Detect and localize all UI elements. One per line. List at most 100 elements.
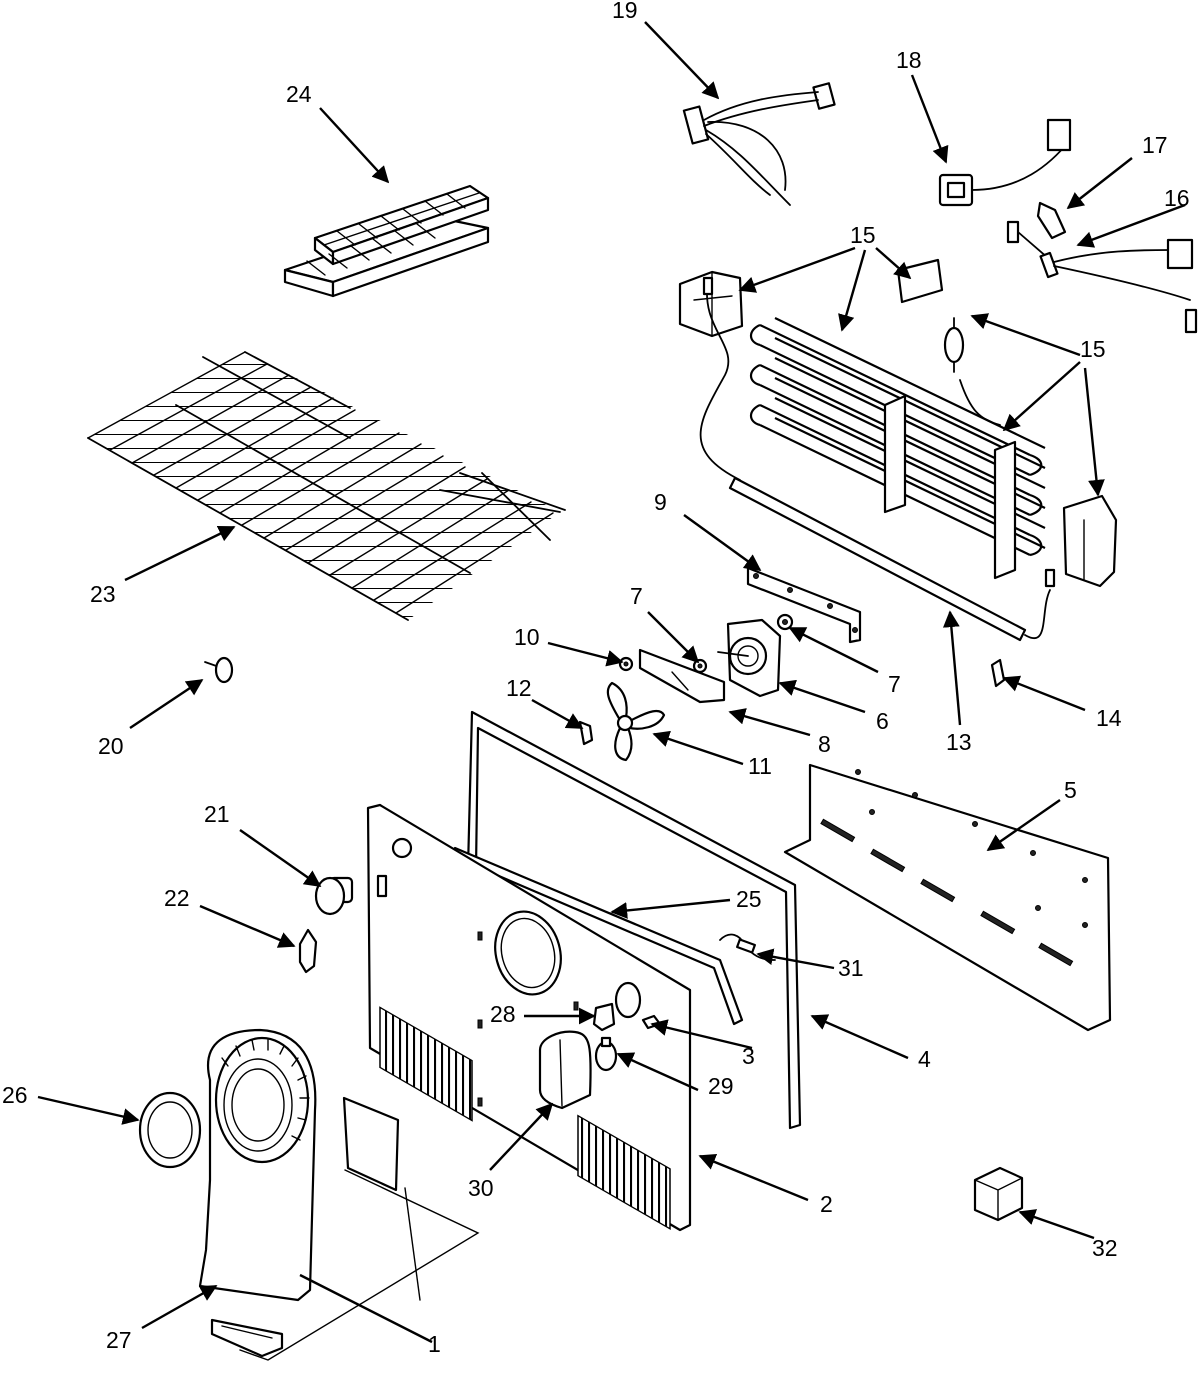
- leader-5: [986, 799, 1061, 851]
- callout-12: 12: [506, 675, 532, 701]
- shelf-pin-part: [204, 656, 234, 684]
- callout-19: 19: [612, 0, 638, 23]
- leader-29: [616, 1052, 699, 1092]
- callout-4: 4: [918, 1046, 931, 1072]
- callout-31: 31: [838, 955, 864, 981]
- callout-17: 17: [1142, 132, 1168, 158]
- leader-2: [698, 1153, 809, 1202]
- leader-20: [129, 679, 204, 729]
- lamp-cover-part: [538, 1030, 592, 1110]
- defrost-heater-part: [699, 276, 1056, 642]
- callout-20: 20: [98, 733, 124, 759]
- callout-11: 11: [748, 753, 772, 779]
- light-bulb-part: [594, 1036, 618, 1072]
- fan-blade-part: [606, 681, 666, 762]
- connector-assembly-part: [938, 118, 1072, 207]
- trim-ring-part: [138, 1091, 202, 1169]
- callout-13: 13: [946, 729, 972, 755]
- leader-19: [644, 21, 720, 100]
- callout-32: 32: [1092, 1235, 1118, 1261]
- callout-2: 2: [820, 1191, 833, 1217]
- leader-15b-3: [1083, 367, 1105, 497]
- leader-18: [910, 74, 949, 164]
- motor-bracket-part: [638, 648, 726, 704]
- leader-lines: [37, 21, 1186, 1344]
- leader-7a: [647, 611, 700, 664]
- fan-screw-part: [578, 720, 594, 746]
- leader-24: [319, 107, 390, 184]
- callout-21: 21: [204, 801, 230, 827]
- callout-3: 3: [742, 1043, 755, 1069]
- callout-15a: 15: [850, 222, 876, 248]
- callout-18: 18: [896, 47, 922, 73]
- leader-15a-2: [838, 249, 867, 332]
- callout-30: 30: [468, 1175, 494, 1201]
- callout-28: 28: [490, 1001, 516, 1027]
- callout-14: 14: [1096, 705, 1122, 731]
- leader-10: [547, 641, 624, 667]
- leader-22: [199, 904, 296, 948]
- callout-16: 16: [1164, 185, 1190, 211]
- lamp-socket-part: [592, 1002, 616, 1032]
- heater-clip-part: [990, 658, 1006, 688]
- leader-15a-1: [738, 246, 856, 293]
- callout-labels: 1 2 3 4 5 6 7 7 8 9 10 11 12 13 14 15 15…: [2, 0, 1190, 1357]
- callout-22: 22: [164, 885, 190, 911]
- callout-5: 5: [1064, 777, 1077, 803]
- leader-11: [652, 730, 744, 766]
- leader-32: [1018, 1209, 1095, 1240]
- leader-1: [299, 1273, 433, 1344]
- leader-3: [650, 1019, 753, 1050]
- callout-26: 26: [2, 1082, 28, 1108]
- callout-10: 10: [514, 624, 540, 650]
- ice-cube-trays-part: [283, 184, 490, 298]
- leader-15a-3: [875, 247, 912, 280]
- leader-23: [124, 525, 236, 582]
- nut-part: [618, 656, 634, 672]
- grommet-part: [692, 613, 794, 674]
- leader-12: [531, 698, 584, 730]
- leader-27: [141, 1284, 218, 1330]
- rear-channel-part: [783, 763, 1112, 1032]
- leader-8: [728, 708, 811, 737]
- leader-31: [756, 948, 835, 970]
- leader-7b: [788, 626, 879, 674]
- fan-mount-bracket-part: [746, 566, 862, 644]
- callout-6: 6: [876, 708, 889, 734]
- callout-1: 1: [428, 1331, 441, 1357]
- callout-24: 24: [286, 81, 312, 107]
- sensor-harness-part: [1006, 220, 1198, 334]
- leader-15b-1: [1002, 361, 1081, 432]
- indicator-part: [298, 928, 318, 974]
- evaporator-fan-motor-part: [717, 618, 782, 698]
- leader-25: [610, 898, 731, 919]
- callout-29: 29: [708, 1073, 734, 1099]
- callout-9: 9: [654, 489, 667, 515]
- callout-15b: 15: [1080, 336, 1106, 362]
- leader-14: [1002, 675, 1086, 712]
- wire-shelf-part: [87, 351, 566, 621]
- control-knob-part: [314, 876, 354, 916]
- evaporator-assembly-part: [678, 258, 1118, 588]
- leader-21: [239, 829, 322, 887]
- rear-panel-part: [366, 803, 692, 1232]
- callout-8: 8: [818, 731, 831, 757]
- leader-13: [942, 610, 962, 726]
- leader-9: [683, 514, 762, 571]
- leader-4: [810, 1014, 909, 1060]
- leader-15b-2: [970, 313, 1081, 357]
- leader-17: [1066, 157, 1133, 210]
- callout-7a: 7: [630, 583, 643, 609]
- drain-trough-part: [210, 1318, 284, 1358]
- leader-26: [37, 1095, 140, 1125]
- leader-30: [489, 1102, 554, 1171]
- air-duct-housing-part: [198, 1028, 480, 1361]
- wire-clip-part: [1036, 201, 1067, 240]
- wiring-harness-part: [682, 82, 836, 206]
- callout-27: 27: [106, 1327, 132, 1353]
- callout-7b: 7: [888, 671, 901, 697]
- callout-23: 23: [90, 581, 116, 607]
- leader-6: [778, 679, 866, 714]
- leader-16: [1076, 203, 1186, 248]
